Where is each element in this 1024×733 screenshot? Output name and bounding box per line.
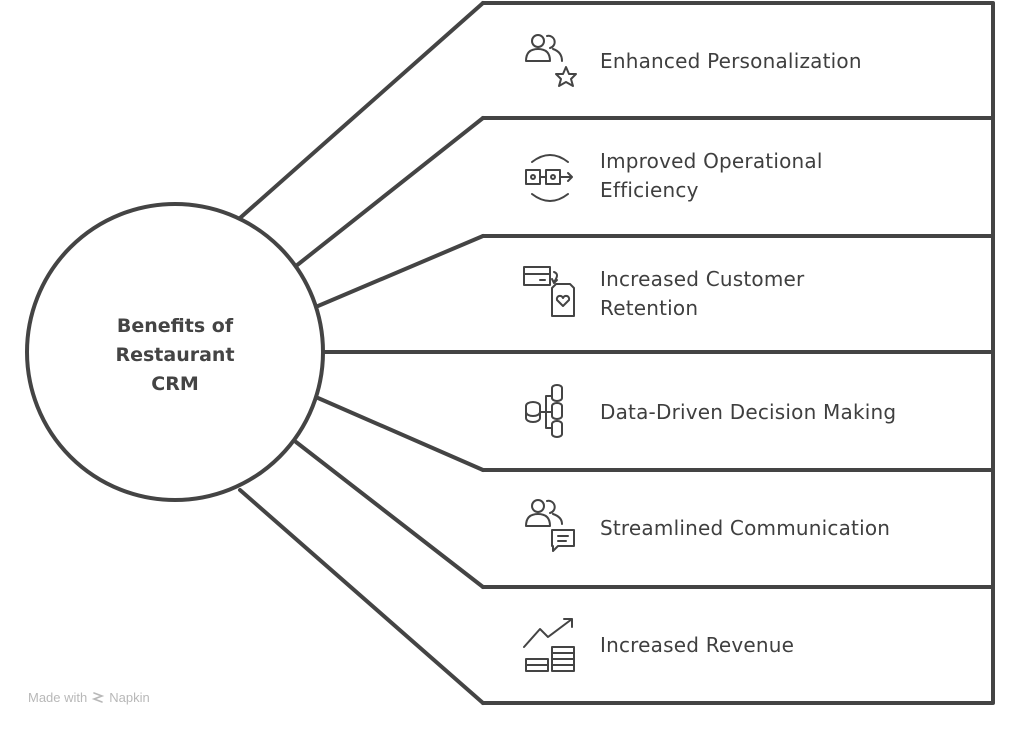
napkin-logo-icon [91, 691, 105, 703]
process-cycle-icon [525, 154, 573, 202]
footer-attribution: Made with Napkin [28, 690, 150, 705]
connector-2 [294, 116, 485, 268]
benefit-item: Data-Driven Decision Making [520, 382, 980, 442]
hub-title-line-1: Benefits of [116, 315, 234, 337]
connector-6 [294, 440, 485, 589]
footer-brand[interactable]: Napkin [109, 690, 150, 705]
users-chat-icon [525, 499, 575, 552]
benefit-label: Data-Driven Decision Making [600, 399, 897, 424]
hub-title: Benefits of Restaurant CRM [75, 312, 275, 399]
hub-circle [25, 202, 325, 502]
connector-1 [238, 1, 485, 220]
connector-3 [316, 234, 485, 308]
benefit-label: Enhanced Personalization [600, 48, 862, 73]
benefit-item: Streamlined Communication [520, 498, 980, 558]
database-branch-icon [525, 384, 563, 438]
benefit-item: Improved Operational Efficiency [520, 146, 980, 206]
benefit-item: Increased Customer Retention [520, 264, 980, 324]
connector-7 [238, 488, 485, 705]
users-star-icon [525, 34, 577, 87]
growth-coins-icon [523, 618, 575, 672]
benefit-item: Increased Revenue [520, 615, 980, 675]
footer-prefix: Made with [28, 690, 88, 705]
benefit-label: Increased Customer Retention [600, 267, 805, 320]
connector-5 [316, 396, 485, 472]
card-to-heart-icon [523, 266, 575, 317]
hub-title-line-3: CRM [151, 373, 199, 395]
hub-title-line-2: Restaurant [115, 344, 235, 366]
benefit-item: Enhanced Personalization [520, 31, 980, 91]
benefit-label: Increased Revenue [600, 632, 795, 657]
benefit-label: Improved Operational Efficiency [600, 149, 823, 202]
benefit-label: Streamlined Communication [600, 515, 891, 540]
